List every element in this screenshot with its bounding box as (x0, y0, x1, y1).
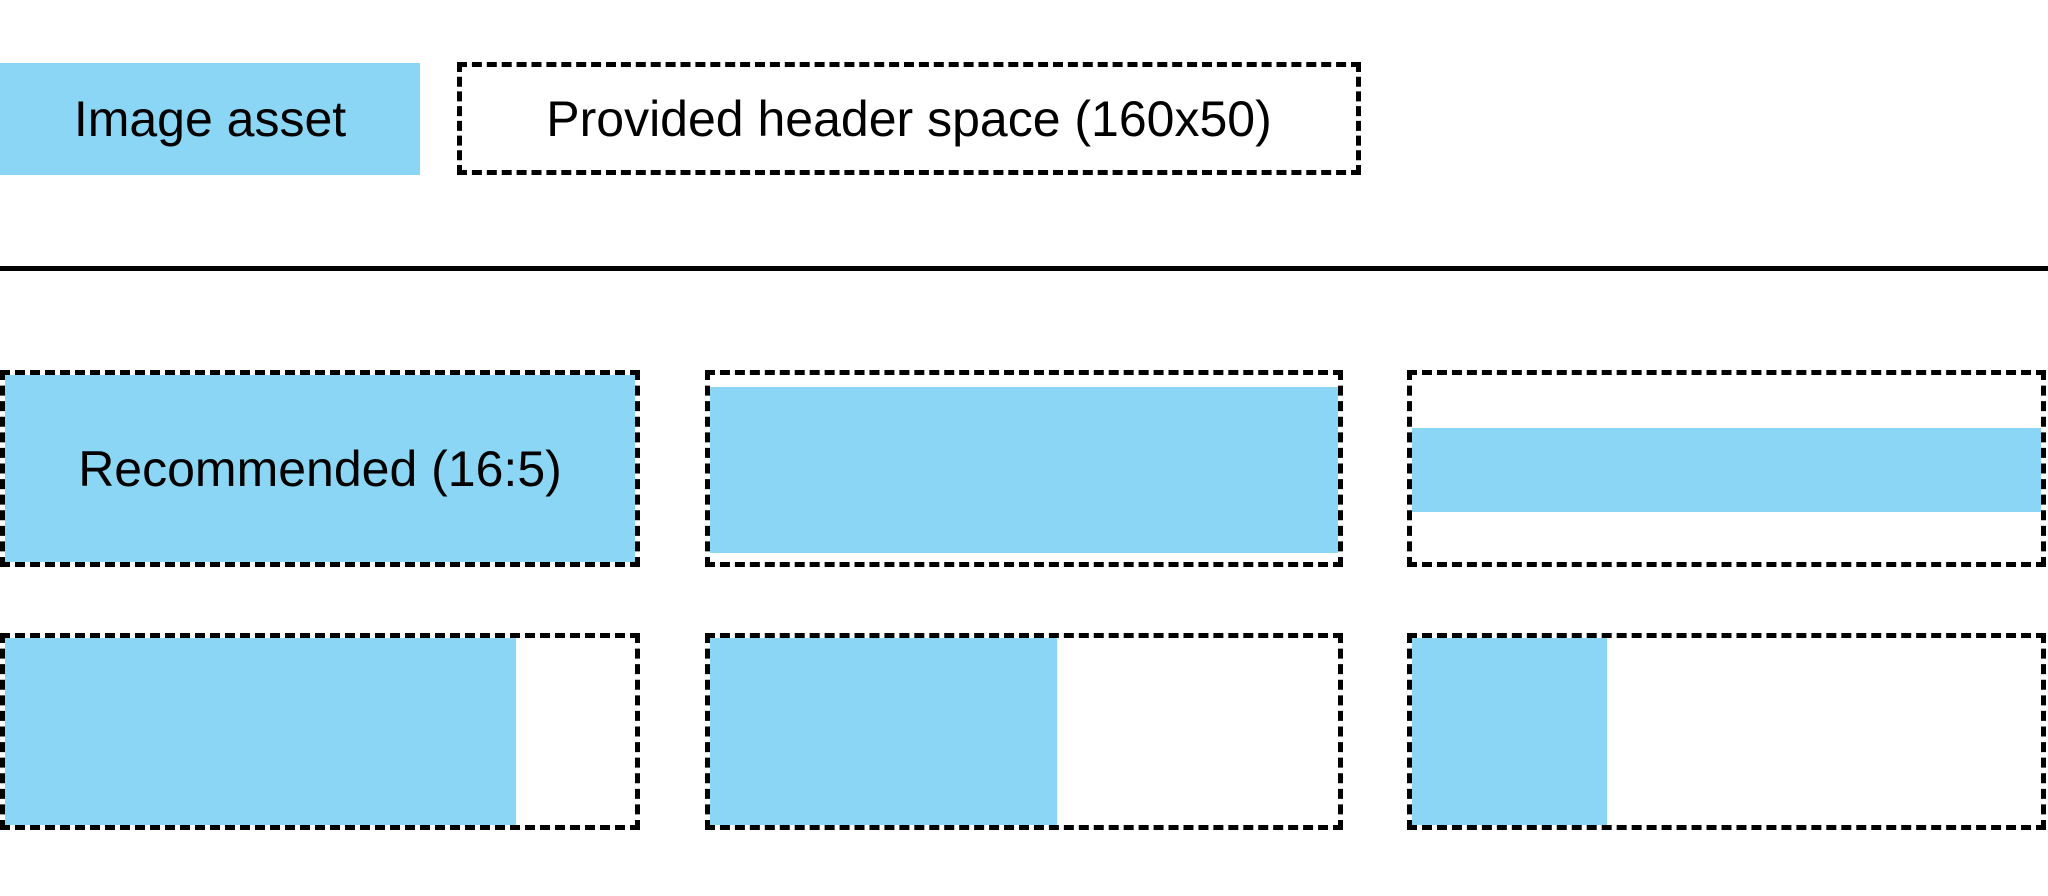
recommended-label-wrap: Recommended (16:5) (5, 375, 635, 562)
image-asset-fill (5, 375, 635, 562)
legend-header-space-box: Provided header space (160x50) (457, 62, 1361, 175)
legend-image-asset-label: Image asset (73, 91, 347, 147)
image-asset-fill (5, 638, 516, 825)
divider-line (0, 266, 2048, 271)
example-box-narrow-31 (1407, 633, 2046, 830)
image-asset-fill (1412, 428, 2041, 512)
image-asset-fill (710, 387, 1338, 553)
example-box-letterboxed-wide (705, 370, 1343, 567)
legend-image-asset-swatch: Image asset (0, 63, 420, 175)
example-box-recommended: Recommended (16:5) (0, 370, 640, 567)
legend-header-space-label: Provided header space (160x50) (546, 90, 1272, 147)
example-box-letterboxed-strip (1407, 370, 2046, 567)
example-box-narrow-55 (705, 633, 1343, 830)
image-asset-fill (1412, 638, 1607, 825)
example-box-narrow-81 (0, 633, 640, 830)
recommended-label: Recommended (16:5) (78, 440, 562, 497)
image-asset-fill (710, 638, 1057, 825)
